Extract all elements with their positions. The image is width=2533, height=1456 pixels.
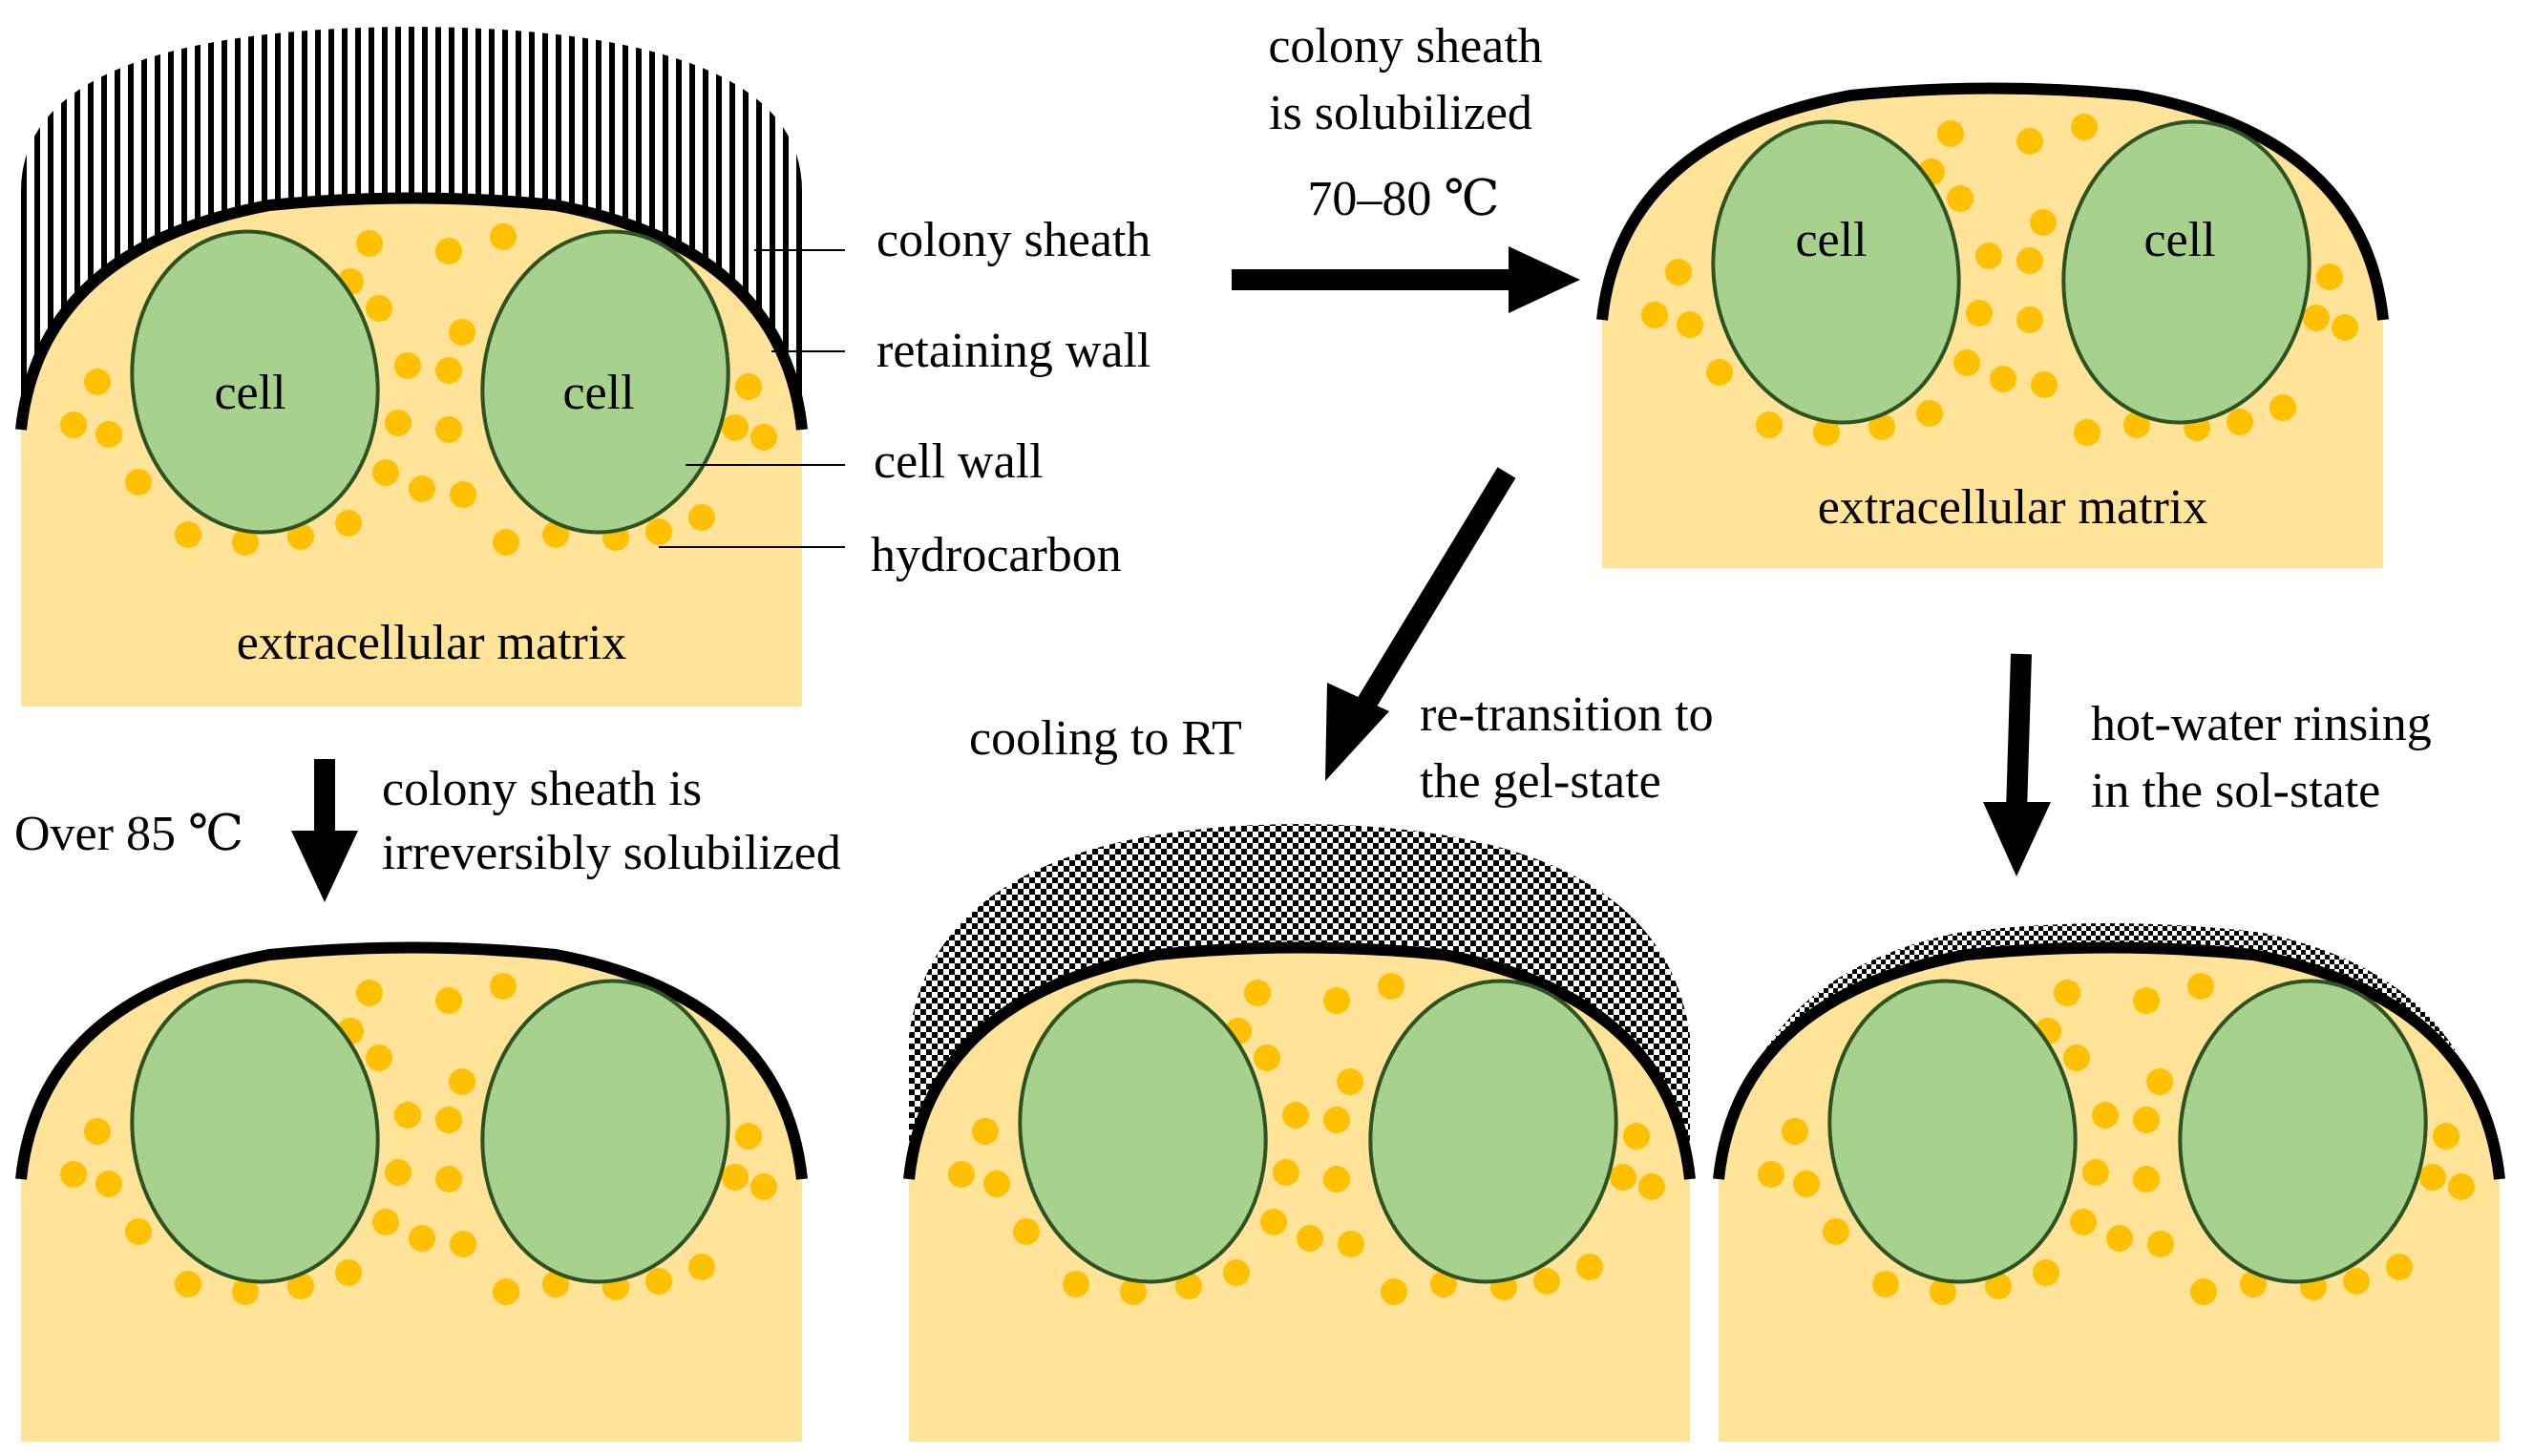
retaining-wall [1596,82,2389,321]
gel-text-line2: the gel-state [1420,754,1661,809]
heat-text-line2: is solubilized [1269,86,1532,140]
panel-solubilized: cell cell extracellular matrix [1596,82,2389,568]
retaining-wall [1713,941,2505,1180]
cell-label: cell [562,366,634,420]
colony-sheath-label: colony sheath [876,213,1150,267]
rinse-text-line2: in the sol-state [2091,764,2380,818]
cell-label: cell [1795,213,1867,267]
over-85-temperature: Over 85 ℃ [14,807,243,861]
heat-temperature: 70–80 ℃ [1307,172,1499,226]
cell-label: cell [214,366,285,420]
cooling-text: cooling to RT [969,711,1242,766]
retaining-wall [15,941,808,1180]
panel-rinsed [1713,923,2505,1442]
cell-wall-label: cell wall [874,434,1044,489]
arrow-over-85 [291,759,358,902]
panel-irreversible [15,941,808,1442]
extracellular-matrix-label: extracellular matrix [237,616,627,670]
arrow-heat [1232,246,1580,313]
panel-native-colony: cell cell extracellular matrix [15,27,808,707]
heat-text-line1: colony sheath [1268,19,1542,74]
arrow-rinse [1983,653,2051,876]
retaining-wall [903,941,1696,1180]
extracellular-matrix-label: extracellular matrix [1818,480,2208,535]
cell-label: cell [2143,213,2215,267]
hydrocarbon-label: hydrocarbon [871,528,1122,582]
over-85-text-line2: irreversibly solubilized [382,826,841,880]
over-85-text-line1: colony sheath is [382,762,702,816]
panel-gel-state [903,824,1696,1442]
retaining-wall-label: retaining wall [876,324,1150,378]
callouts: colony sheath retaining wall cell wall h… [659,213,1150,582]
arrow-cooling [1325,467,1516,781]
gel-text-line1: re-transition to [1420,687,1714,742]
rinse-text-line1: hot-water rinsing [2091,697,2432,751]
retaining-wall [15,192,808,431]
